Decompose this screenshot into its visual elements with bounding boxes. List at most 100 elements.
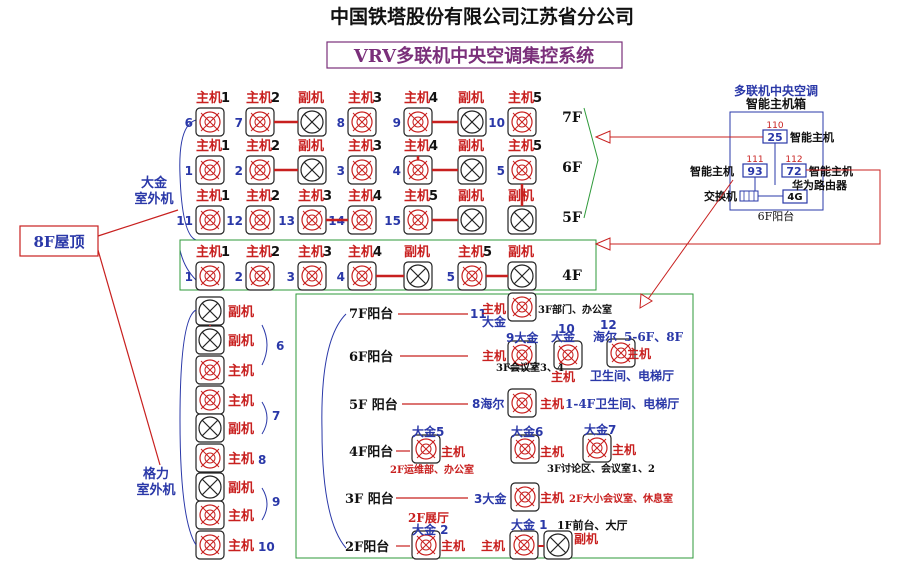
ann-dajin5: 大金5 <box>412 424 444 439</box>
ann-zhuji-c: 主机 <box>627 346 651 361</box>
daikin-unit-topnum: 2 <box>271 139 280 154</box>
daikin-unit-side: 2 <box>235 270 243 284</box>
daikin-unit-topnum: 1 <box>221 245 230 260</box>
ann-dajin7: 大金7 <box>584 422 616 437</box>
daikin-unit-r3-c4 <box>347 205 377 235</box>
gree-label-1: 格力 <box>143 466 169 482</box>
ann-zhuji-f: 主机 <box>441 444 465 459</box>
roof-label-box <box>19 225 99 257</box>
daikin-unit-side: 1 <box>185 270 193 284</box>
balcony-bracket <box>321 313 347 549</box>
daikin-label-2: 室外机 <box>134 191 173 207</box>
ann-area-3f: 3F部门、办公室 <box>538 303 612 316</box>
ann-12: 12 <box>600 318 617 332</box>
gree-bracket-9 <box>261 487 268 521</box>
floor4-enclosure <box>179 239 597 291</box>
daikin-unit-r4-c3 <box>297 261 327 291</box>
daikin-unit-label: 副机 <box>458 188 484 204</box>
daikin-outdoor-units: 主机16主机27副机主机38主机49副机主机510主机11主机22副机主机33主… <box>176 90 542 291</box>
daikin-unit-side: 12 <box>226 214 243 228</box>
host93-label: 智能主机 <box>690 164 734 178</box>
host72-num: 72 <box>786 165 801 178</box>
daikin-unit-side: 4 <box>337 270 345 284</box>
indoor-11 <box>507 292 537 322</box>
daikin-unit-label: 副机 <box>508 244 534 260</box>
gree-unit-label: 主机 <box>228 451 254 467</box>
daikin-unit-topnum: 4 <box>373 189 382 204</box>
daikin-unit-topnum: 5 <box>533 91 542 106</box>
gree-group-7: 7 <box>272 409 280 423</box>
daikin-unit-side: 4 <box>393 164 401 178</box>
indoor-9 <box>507 340 537 370</box>
daikin-unit-topnum: 5 <box>483 245 492 260</box>
router-num: 4G <box>787 192 802 203</box>
daikin-unit-r4-c7 <box>507 261 537 291</box>
gree-unit-8 <box>195 500 225 530</box>
link-host93 <box>645 179 734 303</box>
daikin-unit-side: 3 <box>337 164 345 178</box>
gree-unit-label: 副机 <box>228 304 254 320</box>
gree-label-2: 室外机 <box>136 482 175 498</box>
daikin-unit-r4-c2 <box>245 261 275 291</box>
daikin-unit-topnum: 3 <box>323 245 332 260</box>
company-title: 中国铁塔股份有限公司江苏省分公司 <box>330 5 634 28</box>
router-label: 华为路由器 <box>792 178 848 192</box>
indoor-5 <box>411 434 441 464</box>
system-title: VRV多联机中央空调集控系统 <box>353 45 594 67</box>
ann-area-3f-meet: 3F会议室3、4 <box>496 361 564 374</box>
daikin-unit-r2-c7 <box>507 155 537 185</box>
ann-zhuji-a: 主机 <box>482 301 506 316</box>
indoor-12 <box>606 338 636 368</box>
controller-location: 6F阳台 <box>758 209 795 223</box>
daikin-unit-label: 主机 <box>404 90 430 106</box>
daikin-unit-label: 副机 <box>458 138 484 154</box>
gree-unit-7 <box>195 472 225 502</box>
daikin-unit-side: 3 <box>287 270 295 284</box>
daikin-unit-r2-c4 <box>347 155 377 185</box>
daikin-unit-r3-c1 <box>195 205 225 235</box>
gree-unit-label: 副机 <box>228 333 254 349</box>
daikin-unit-r1-c7 <box>507 107 537 137</box>
ann-area-1f: 1F前台、大厅 <box>557 518 627 532</box>
ann-area-14: 1-4F卫生间、电梯厅 <box>565 396 679 411</box>
daikin-unit-r2-c3 <box>297 155 327 185</box>
daikin-unit-label: 主机 <box>196 90 222 106</box>
daikin-unit-topnum: 3 <box>323 189 332 204</box>
gree-unit-5 <box>195 413 225 443</box>
gree-unit-2 <box>195 325 225 355</box>
daikin-unit-r2-c1 <box>195 155 225 185</box>
indoor-units <box>411 292 636 560</box>
daikin-unit-side: 5 <box>497 164 505 178</box>
daikin-label-1: 大金 <box>141 175 168 191</box>
daikin-unit-topnum: 5 <box>429 189 438 204</box>
switch-label: 交换机 <box>704 189 737 203</box>
host72-addr: 112 <box>785 155 802 165</box>
daikin-unit-side: 11 <box>176 214 193 228</box>
daikin-unit-label: 主机 <box>508 138 534 154</box>
ann-zhuji-d: 主机 <box>551 369 575 384</box>
ann-zhuji-g: 主机 <box>540 444 564 459</box>
indoor-6 <box>510 434 540 464</box>
daikin-unit-r2-c2 <box>245 155 275 185</box>
roof-link-gree <box>97 249 161 466</box>
link-host72 <box>606 169 881 245</box>
gree-bracket-6 <box>261 324 268 366</box>
gree-unit-label: 主机 <box>228 363 254 379</box>
daikin-unit-r1-c5 <box>403 107 433 137</box>
gree-bracket-7 <box>261 401 268 435</box>
daikin-unit-label: 主机 <box>246 188 272 204</box>
gree-unit-3 <box>195 355 225 385</box>
daikin-unit-r4-c6 <box>457 261 487 291</box>
controller-title: 多联机中央空调 <box>734 83 818 98</box>
controller-subtitle: 智能主机箱 <box>745 96 806 111</box>
daikin-unit-r2-c6 <box>457 155 487 185</box>
indoor-7 <box>582 433 612 463</box>
daikin-unit-r1-c6 <box>457 107 487 137</box>
balcony-7f: 7F阳台 <box>349 306 393 322</box>
daikin-unit-label: 主机 <box>404 188 430 204</box>
daikin-unit-label: 主机 <box>196 138 222 154</box>
daikin-unit-r4-c5 <box>403 261 433 291</box>
ann-9: 9大金 <box>506 330 539 345</box>
